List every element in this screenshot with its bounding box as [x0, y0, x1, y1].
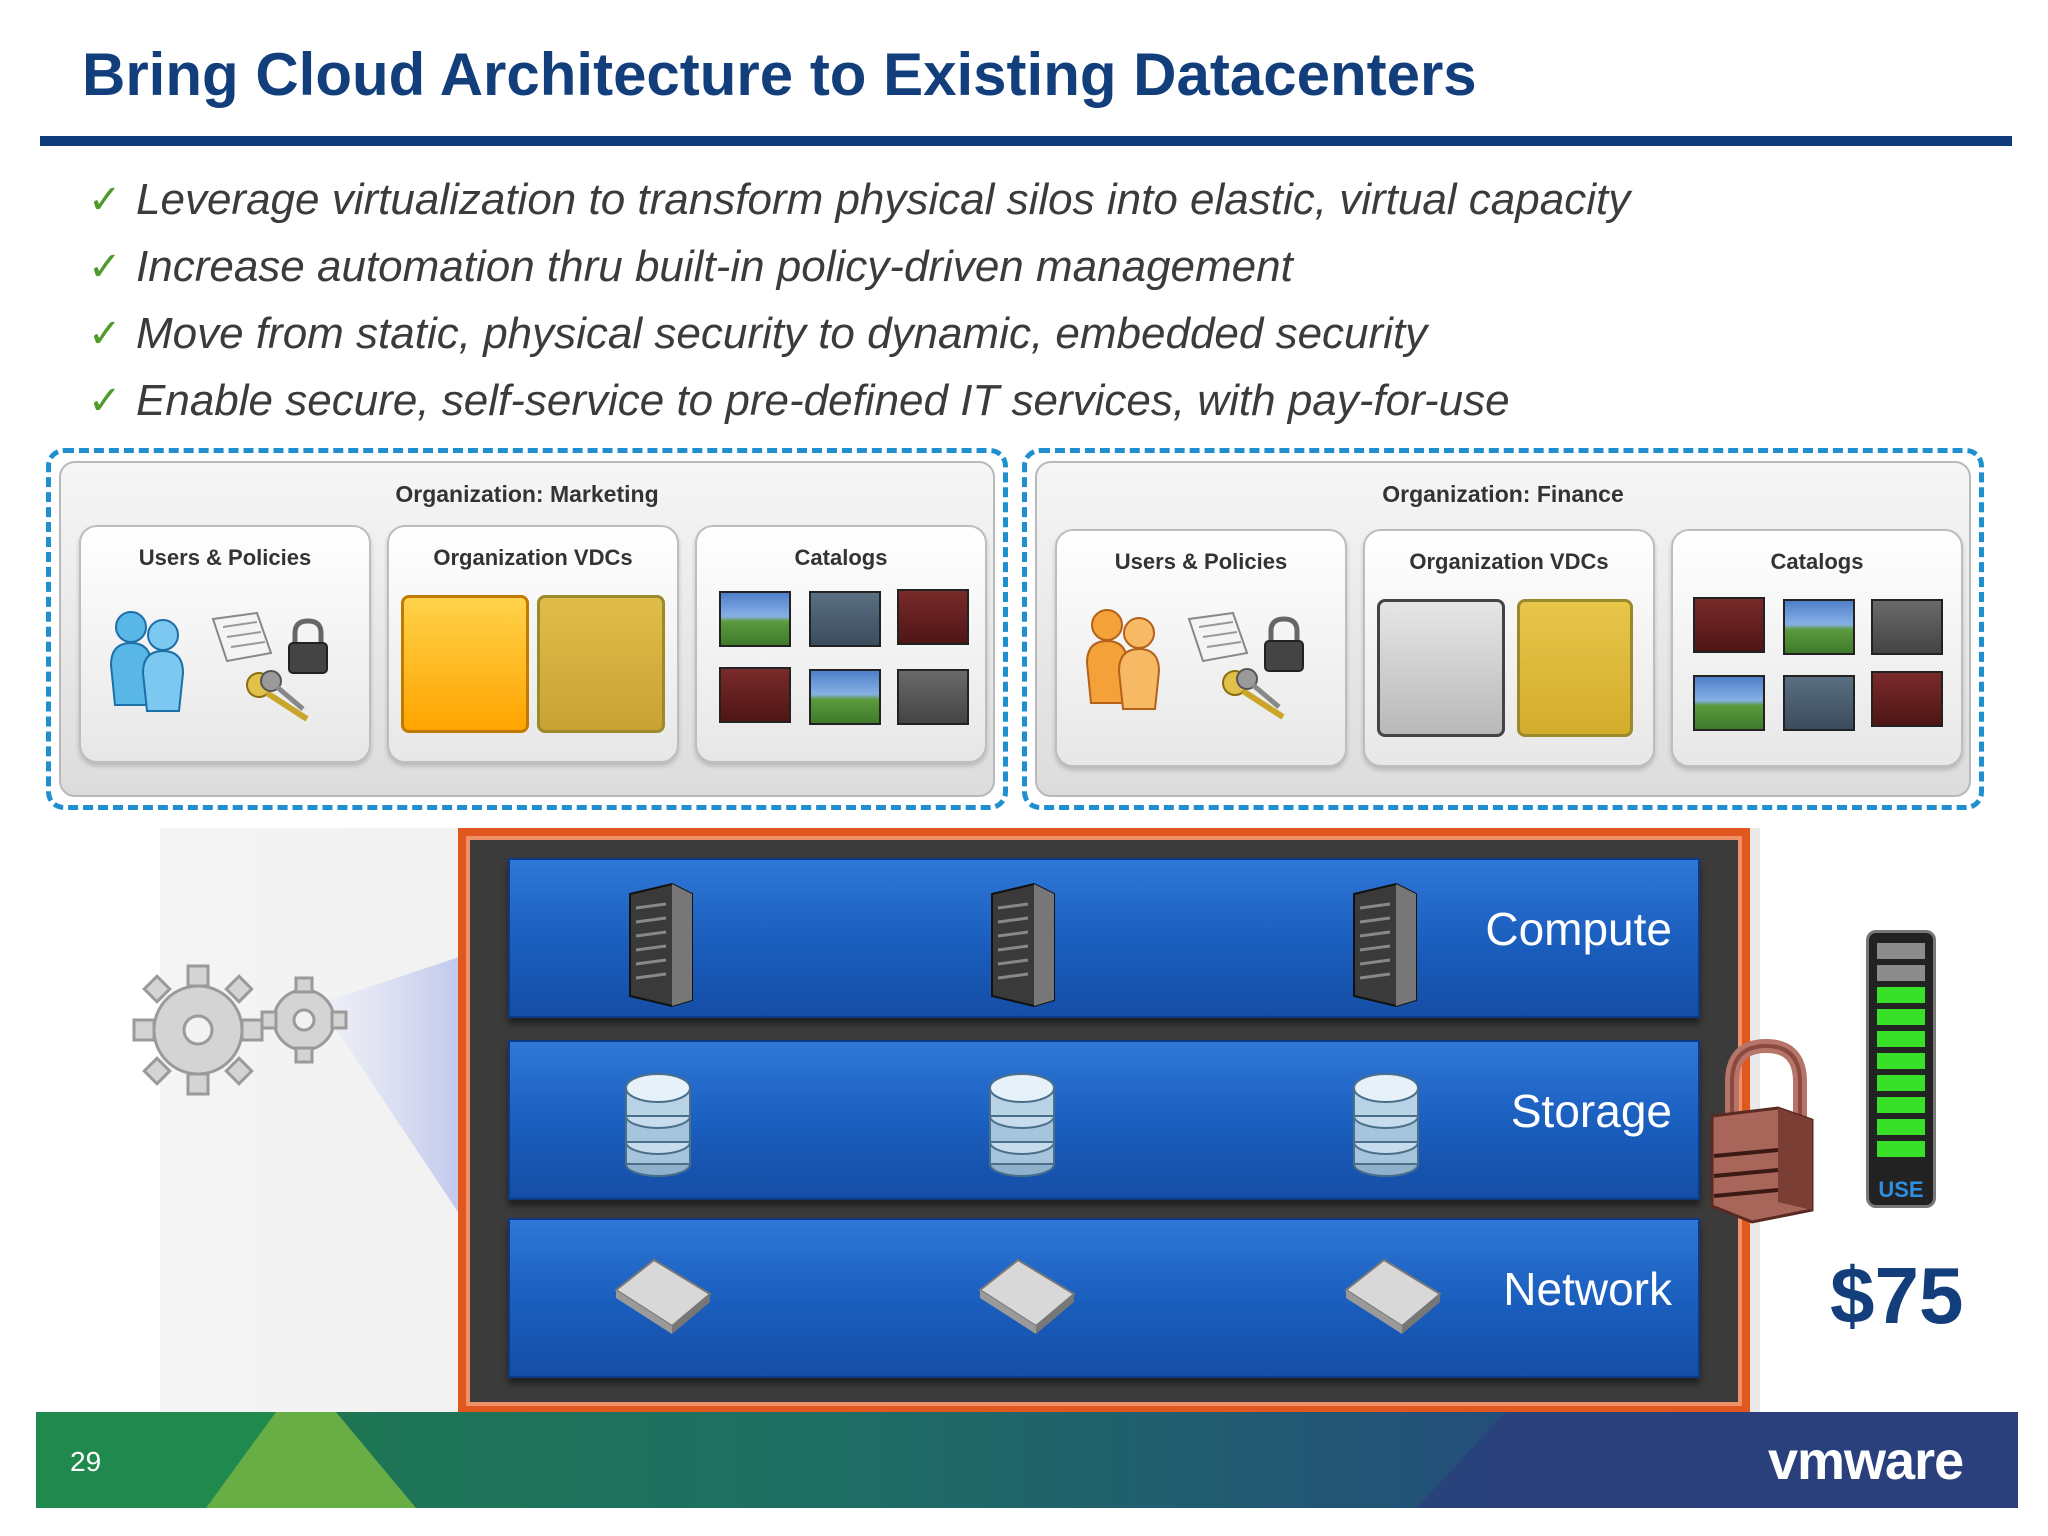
vdc-block	[1517, 599, 1633, 737]
bullet-text: Move from static, physical security to d…	[136, 308, 1428, 358]
check-icon: ✓	[88, 377, 122, 424]
catalog-thumbnail	[897, 589, 969, 645]
bullet-item: ✓ Increase automation thru built-in poli…	[88, 233, 1988, 300]
gear-icon	[132, 964, 348, 1096]
catalog-thumbnail	[809, 669, 881, 725]
vdc-block	[401, 595, 529, 733]
catalogs-panel: Catalogs	[1671, 529, 1963, 767]
catalog-thumbnail	[719, 591, 791, 647]
organization-vdcs-panel: Organization VDCs	[387, 525, 679, 763]
catalog-thumbnail	[809, 591, 881, 647]
meter-segment-lit	[1877, 1075, 1925, 1091]
catalog-thumbnail	[1871, 671, 1943, 727]
org-label: Organization: Finance	[1382, 481, 1624, 507]
layer-label: Compute	[1485, 903, 1672, 955]
bullet-list: ✓ Leverage virtualization to transform p…	[88, 166, 1988, 434]
footer-band	[36, 1412, 2018, 1508]
catalog-thumbnail	[1783, 675, 1855, 731]
meter-segment-unlit	[1877, 965, 1925, 981]
meter-segment-lit	[1877, 1031, 1925, 1047]
panel-label: Catalogs	[1770, 549, 1864, 574]
users-icon	[1085, 609, 1161, 710]
padlock-icon	[1264, 616, 1304, 672]
network-layer: Network	[508, 1218, 1700, 1378]
bullet-item: ✓ Move from static, physical security to…	[88, 300, 1988, 367]
panel-label: Organization VDCs	[1409, 549, 1609, 574]
meter-segment-lit	[1877, 1053, 1925, 1069]
network-switch-icon	[1344, 1258, 1442, 1334]
meter-segment-unlit	[1877, 943, 1925, 959]
server-tower-icon	[991, 882, 1055, 1008]
bullet-text: Leverage virtualization to transform phy…	[136, 174, 1631, 224]
organization-vdcs-panel: Organization VDCs	[1363, 529, 1655, 767]
vdc-block	[1377, 599, 1505, 737]
keys-icon	[1222, 668, 1285, 720]
check-icon: ✓	[88, 310, 122, 357]
title-divider	[40, 136, 2012, 146]
org-panel: Organization: Marketing Users & Policies	[59, 461, 995, 797]
page-number: 29	[70, 1446, 102, 1477]
users-policies-panel: Users & Policies	[79, 525, 371, 763]
usage-meter: USE	[1866, 930, 1936, 1208]
meter-segment-lit	[1877, 1119, 1925, 1135]
price-label: $75	[1830, 1251, 1964, 1340]
bullet-item: ✓ Enable secure, self-service to pre-def…	[88, 367, 1988, 434]
users-policies-panel: Users & Policies	[1055, 529, 1347, 767]
users-icon	[109, 611, 185, 712]
database-icon	[989, 1073, 1055, 1177]
catalog-thumbnail	[719, 667, 791, 723]
network-switch-icon	[614, 1258, 712, 1334]
vmware-logo: vmware	[1768, 1431, 1964, 1491]
network-switch-icon	[978, 1258, 1076, 1334]
scroll-icon	[1187, 611, 1249, 663]
layer-label: Network	[1503, 1263, 1672, 1315]
catalogs-panel: Catalogs	[695, 525, 987, 763]
scroll-icon	[211, 611, 273, 663]
meter-segment-lit	[1877, 1141, 1925, 1157]
bullet-text: Enable secure, self-service to pre-defin…	[136, 375, 1510, 425]
meter-segment-lit	[1877, 987, 1925, 1003]
panel-label: Users & Policies	[138, 545, 312, 570]
footer-decoration	[36, 1412, 2018, 1508]
org-label: Organization: Marketing	[395, 481, 659, 507]
catalog-thumbnail	[1693, 597, 1765, 653]
check-icon: ✓	[88, 243, 122, 290]
keys-icon	[246, 670, 309, 722]
compute-layer: Compute	[508, 858, 1700, 1018]
meter-label: USE	[1878, 1177, 1924, 1202]
server-tower-icon	[1353, 882, 1417, 1008]
panel-label: Users & Policies	[1114, 549, 1288, 574]
layer-label: Storage	[1510, 1085, 1672, 1137]
database-icon	[1353, 1073, 1419, 1177]
server-tower-icon	[629, 882, 693, 1008]
vdc-block	[537, 595, 665, 733]
storage-layer: Storage	[508, 1040, 1700, 1200]
meter-segment-lit	[1877, 1097, 1925, 1113]
org-finance: Organization: Finance Users & Policies	[1022, 448, 1984, 810]
catalog-thumbnail	[1871, 599, 1943, 655]
check-icon: ✓	[88, 176, 122, 223]
catalog-thumbnail	[1783, 599, 1855, 655]
bullet-text: Increase automation thru built-in policy…	[136, 241, 1293, 291]
padlock-icon	[288, 618, 328, 674]
catalog-thumbnail	[1693, 675, 1765, 731]
security-padlock-icon	[1710, 1038, 1814, 1224]
database-icon	[625, 1073, 691, 1177]
org-panel: Organization: Finance Users & Policies	[1035, 461, 1971, 797]
panel-label: Organization VDCs	[433, 545, 633, 570]
meter-segment-lit	[1877, 1009, 1925, 1025]
slide-title: Bring Cloud Architecture to Existing Dat…	[82, 41, 1477, 108]
org-marketing: Organization: Marketing Users & Policies	[46, 448, 1008, 810]
bullet-item: ✓ Leverage virtualization to transform p…	[88, 166, 1988, 233]
panel-label: Catalogs	[794, 545, 888, 570]
catalog-thumbnail	[897, 669, 969, 725]
